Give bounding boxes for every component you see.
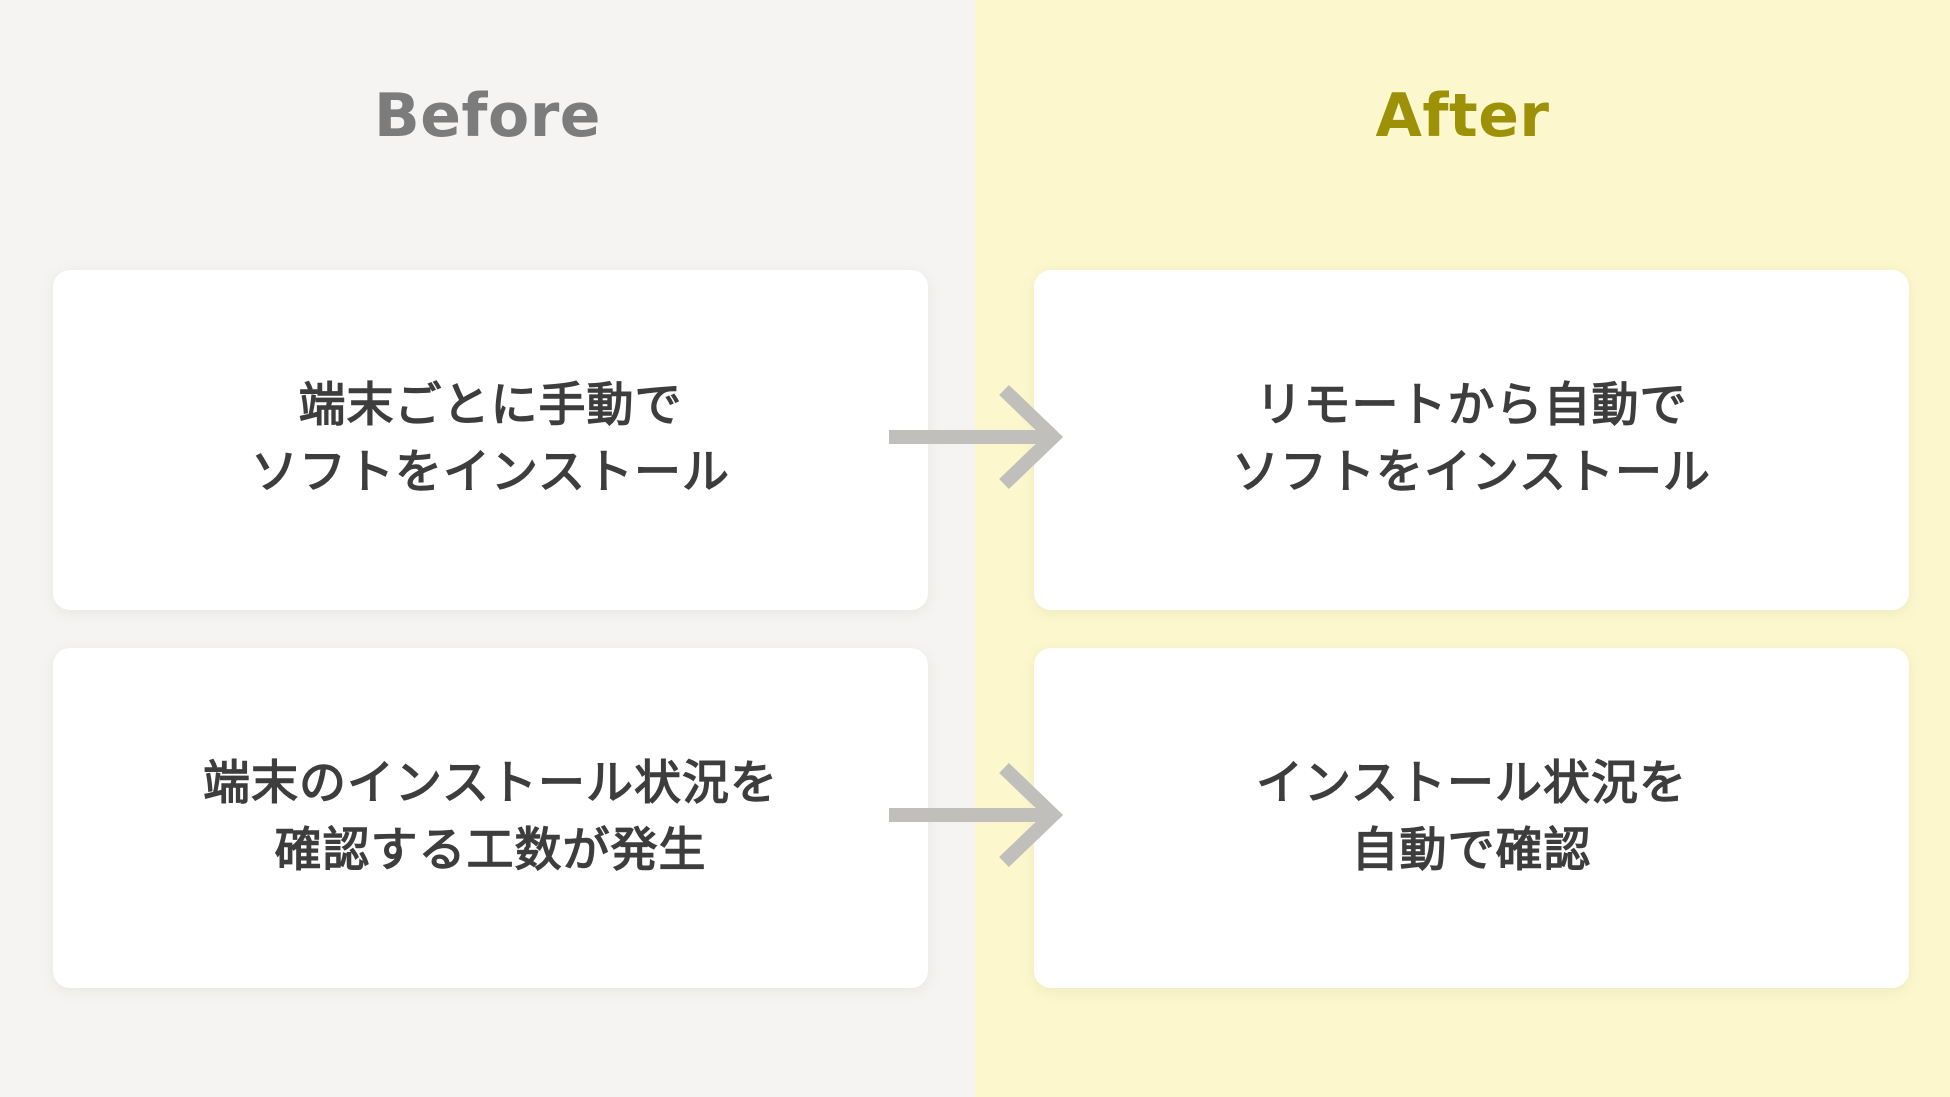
after-card-1-line-2: ソフトをインストール	[1231, 445, 1712, 500]
arrow-right-icon-row-2	[875, 760, 1075, 870]
before-card-2-line-1: 端末のインストール状況を	[202, 756, 779, 812]
after-card-1: リモートから自動で ソフトをインストール	[1034, 270, 1909, 610]
after-card-2-line-1: インストール状況を	[1255, 756, 1688, 812]
after-card-1-line-1: リモートから自動で	[1255, 378, 1688, 434]
after-card-2: インストール状況を 自動で確認	[1034, 648, 1909, 988]
before-card-1-line-1: 端末ごとに手動で	[298, 378, 683, 434]
after-card-2-line-2: 自動で確認	[1351, 823, 1592, 878]
before-card-2: 端末のインストール状況を 確認する工数が発生	[53, 648, 928, 988]
before-card-2-line-2: 確認する工数が発生	[274, 823, 707, 878]
after-column-title: After	[1375, 81, 1550, 151]
before-card-1-line-2: ソフトをインストール	[250, 445, 731, 500]
before-card-1: 端末ごとに手動で ソフトをインストール	[53, 270, 928, 610]
before-column-title: Before	[373, 81, 602, 151]
arrow-right-icon-row-1	[875, 382, 1075, 492]
